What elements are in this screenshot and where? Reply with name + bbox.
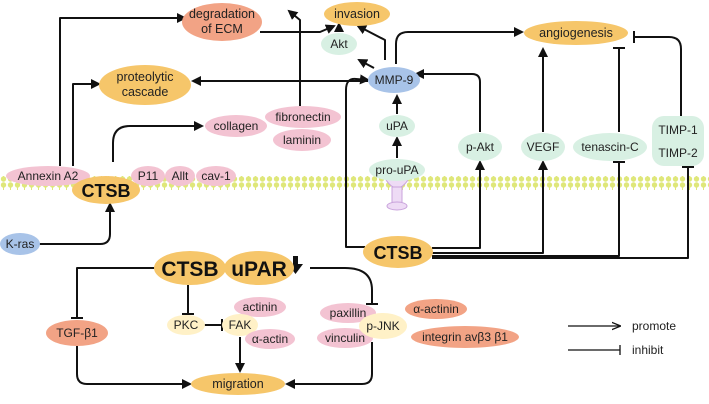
node-angiogenesis: angiogenesis (524, 21, 628, 45)
node-actinin: actinin (234, 297, 286, 317)
node-fibronectin: fibronectin (265, 106, 341, 128)
node-ctsb-membrane: CTSB (72, 176, 140, 204)
svg-text:laminin: laminin (283, 133, 321, 147)
node-k-ras: K-ras (0, 233, 40, 255)
node-p11: P11 (131, 166, 165, 186)
node-mmp-9: MMP-9 (368, 67, 420, 93)
node-vegf: VEGF (521, 133, 565, 161)
svg-text:Akt: Akt (330, 37, 348, 51)
node-tgf-beta1: TGF-β1 (46, 320, 108, 346)
svg-text:cav-1: cav-1 (201, 169, 231, 183)
node-pkc: PKC (167, 315, 205, 335)
svg-text:VEGF: VEGF (527, 140, 560, 154)
svg-text:actinin: actinin (243, 300, 278, 314)
svg-text:vinculin: vinculin (325, 331, 365, 345)
svg-text:α-actinin: α-actinin (413, 302, 459, 316)
svg-text:cascade: cascade (122, 85, 169, 99)
svg-text:uPA: uPA (386, 119, 408, 133)
svg-text:TIMP-2: TIMP-2 (658, 146, 698, 160)
svg-text:p-Akt: p-Akt (466, 140, 495, 154)
svg-text:α-actin: α-actin (252, 332, 288, 346)
svg-text:CTSB: CTSB (82, 181, 131, 201)
node-vinculin: vinculin (317, 328, 373, 348)
svg-text:FAK: FAK (229, 318, 252, 332)
node-ctsb-bottom: CTSB (154, 251, 226, 285)
svg-text:degradation: degradation (189, 7, 255, 21)
svg-text:collagen: collagen (214, 119, 259, 133)
legend-inhibit-label: inhibit (632, 343, 664, 357)
svg-text:K-ras: K-ras (6, 237, 35, 251)
svg-text:MMP-9: MMP-9 (375, 73, 414, 87)
upar-receptor-glyph (385, 179, 409, 211)
node-invasion: invasion (324, 2, 390, 26)
node-degradation-of-ecm: degradation of ECM (182, 3, 262, 41)
svg-text:migration: migration (212, 377, 263, 391)
node-collagen: collagen (205, 115, 267, 137)
legend-promote-label: promote (632, 319, 676, 333)
node-tenascin-c: tenascin-C (573, 133, 647, 161)
node-p-akt: p-Akt (458, 133, 502, 161)
node-laminin: laminin (273, 129, 331, 151)
node-ctsb-center: CTSB (363, 236, 433, 268)
svg-text:fibronectin: fibronectin (275, 110, 330, 124)
node-proteolytic-cascade: proteolytic cascade (99, 65, 191, 105)
node-fak: FAK (222, 314, 258, 336)
svg-text:Annexin A2: Annexin A2 (18, 169, 79, 183)
svg-text:pro-uPA: pro-uPA (375, 163, 418, 177)
node-alpha-actin: α-actin (245, 329, 295, 349)
svg-text:proteolytic: proteolytic (117, 70, 174, 84)
node-timp: TIMP-1 TIMP-2 (652, 116, 704, 166)
svg-text:of ECM: of ECM (201, 22, 243, 36)
lower-edges (71, 267, 378, 389)
node-cav-1: cav-1 (196, 166, 236, 186)
svg-text:TIMP-1: TIMP-1 (658, 123, 698, 137)
svg-text:p-JNK: p-JNK (366, 319, 399, 333)
svg-text:Allt: Allt (172, 169, 189, 183)
svg-text:tenascin-C: tenascin-C (581, 140, 639, 154)
svg-text:angiogenesis: angiogenesis (539, 26, 613, 40)
node-p-jnk: p-JNK (359, 313, 407, 339)
node-annexin-a2: Annexin A2 (6, 166, 90, 186)
node-paxillin: paxillin (320, 303, 376, 323)
svg-text:PKC: PKC (174, 318, 199, 332)
node-migration: migration (191, 373, 285, 395)
node-pro-upa: pro-uPA (369, 159, 425, 181)
node-upa: uPA (379, 115, 415, 137)
svg-text:invasion: invasion (334, 7, 380, 21)
node-akt: Akt (321, 33, 357, 55)
svg-text:P11: P11 (138, 169, 159, 183)
upper-edges (38, 9, 694, 259)
svg-text:paxillin: paxillin (330, 306, 367, 320)
node-alpha-actinin: α-actinin (405, 299, 467, 319)
svg-text:CTSB: CTSB (374, 243, 423, 263)
node-upar: uPAR (224, 251, 294, 285)
svg-text:CTSB: CTSB (161, 258, 218, 281)
svg-text:TGF-β1: TGF-β1 (56, 326, 98, 340)
svg-text:uPAR: uPAR (231, 258, 287, 281)
node-allt: Allt (165, 166, 195, 186)
legend: promote inhibit (568, 319, 676, 357)
svg-text:integrin avβ3 β1: integrin avβ3 β1 (422, 330, 508, 344)
node-integrin: integrin avβ3 β1 (411, 326, 519, 348)
